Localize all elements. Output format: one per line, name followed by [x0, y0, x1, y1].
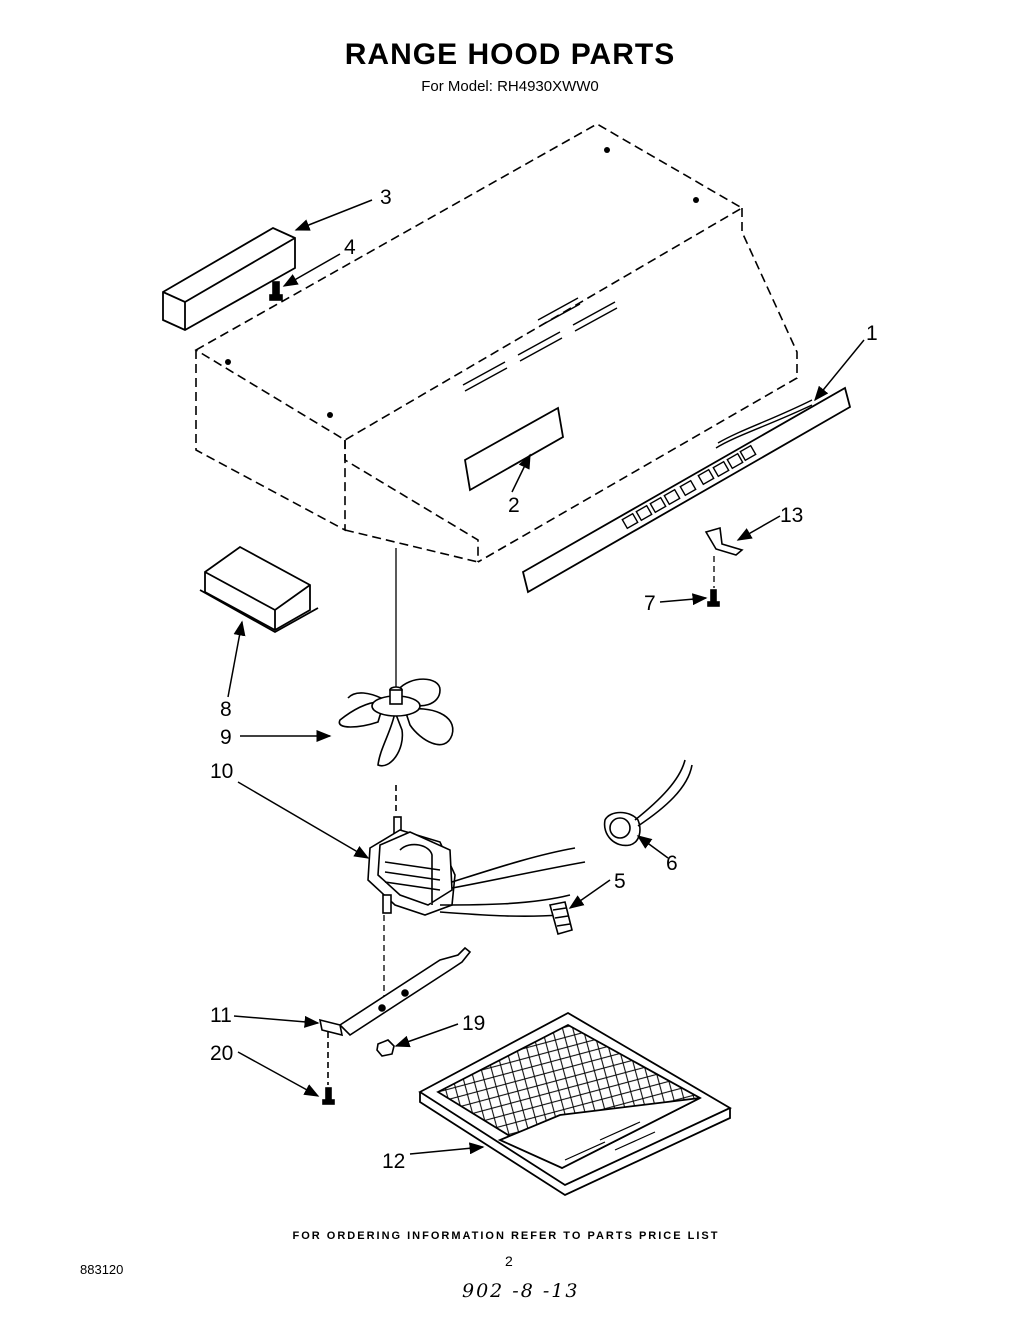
callout-6: 6 — [666, 852, 678, 875]
light-lens-part — [464, 406, 564, 492]
light-cover-part — [199, 545, 319, 634]
screw-part-20 — [322, 1032, 335, 1105]
callout-2: 2 — [508, 494, 520, 517]
screw-part-7 — [707, 589, 720, 607]
mounting-bracket-part — [318, 946, 472, 1037]
control-panel-part — [521, 386, 852, 594]
connector-part — [549, 901, 573, 935]
callout-arrows — [227, 199, 865, 1155]
hood-vent-slots — [462, 297, 618, 392]
callout-20: 20 — [210, 1042, 233, 1065]
callout-8: 8 — [220, 698, 232, 721]
page-title: RANGE HOOD PARTS — [344, 38, 676, 71]
callout-10: 10 — [210, 760, 233, 783]
callout-4: 4 — [344, 236, 356, 259]
callout-13: 13 — [780, 504, 803, 527]
grease-filter-part — [418, 1011, 732, 1197]
callout-3: 3 — [380, 186, 392, 209]
handwritten-code: 902 -8 -13 — [462, 1280, 580, 1302]
motor-part — [367, 785, 586, 918]
hood-housing — [194, 123, 798, 563]
callout-11: 11 — [210, 1004, 232, 1027]
model-subtitle: For Model: RH4930XWW0 — [421, 78, 599, 95]
hood-screw-holes — [225, 147, 699, 418]
screw-part-4 — [269, 281, 283, 301]
vent-cover-part — [162, 226, 296, 332]
callout-9: 9 — [220, 726, 232, 749]
callout-1: 1 — [866, 322, 878, 345]
nut-part — [376, 1039, 395, 1057]
callout-12: 12 — [382, 1150, 405, 1173]
ordering-note: FOR ORDERING INFORMATION REFER TO PARTS … — [292, 1230, 720, 1242]
callout-5: 5 — [614, 870, 626, 893]
callout-19: 19 — [462, 1012, 485, 1035]
document-number: 883120 — [80, 1262, 124, 1277]
bracket-part-13 — [704, 526, 744, 556]
fan-blade-part — [338, 678, 454, 767]
page-number: 2 — [505, 1253, 513, 1269]
callout-7: 7 — [644, 592, 656, 615]
lamp-socket-part — [603, 759, 693, 847]
